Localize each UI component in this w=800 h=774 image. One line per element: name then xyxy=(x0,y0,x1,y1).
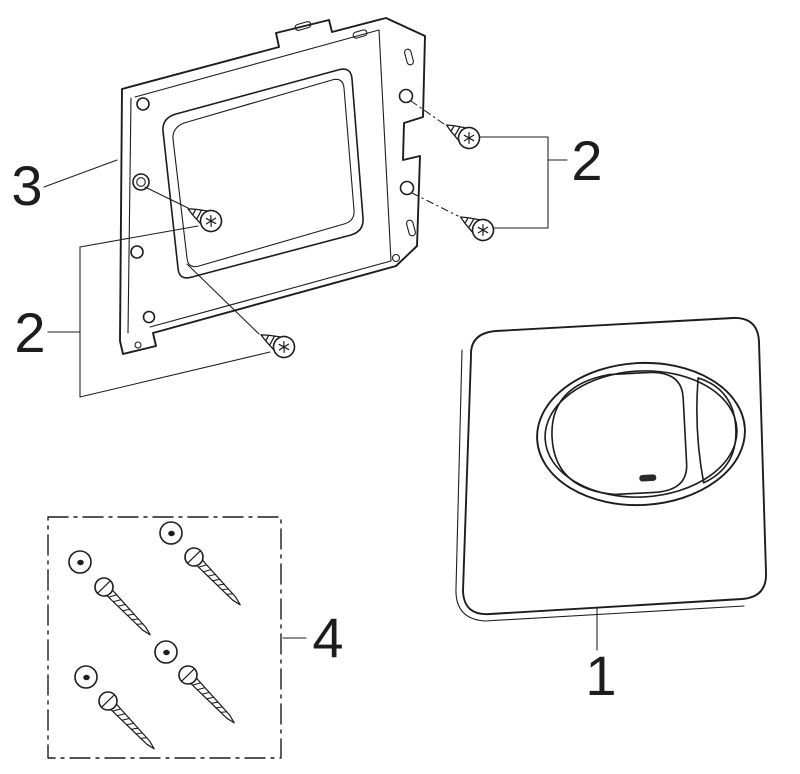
callout-lines xyxy=(43,136,598,651)
mounting-frame xyxy=(119,17,426,355)
fixing-screw-right-lower xyxy=(454,207,499,246)
frame-outline xyxy=(119,17,426,355)
button-ring-outer xyxy=(536,361,746,507)
screw-hole xyxy=(136,97,150,111)
kit-box-border xyxy=(47,516,282,759)
plate-face xyxy=(462,317,767,616)
fixing-screw-right-upper xyxy=(440,115,485,154)
frame-opening-inner xyxy=(172,78,355,268)
screw-hole xyxy=(132,173,150,191)
callout-bracket-2-left xyxy=(47,225,271,398)
plate-thickness-edge xyxy=(455,349,745,622)
rail-hole xyxy=(398,88,414,104)
rail-hole xyxy=(399,180,415,196)
washer xyxy=(154,640,178,664)
callout-label-screws-right: 2 xyxy=(571,129,602,192)
wood-screw xyxy=(174,661,242,730)
callout-line-3 xyxy=(43,159,118,188)
screw-hole xyxy=(142,310,156,324)
rail-slot xyxy=(404,48,414,66)
washer xyxy=(159,521,183,545)
callout-label-kit: 4 xyxy=(312,606,343,669)
parts-kit xyxy=(47,516,282,759)
wood-screw xyxy=(94,687,162,756)
screw-hole xyxy=(130,245,144,259)
frame-opening xyxy=(162,68,364,279)
washer xyxy=(74,665,98,689)
fixing-screw-bottom xyxy=(255,324,300,363)
frame-slot xyxy=(352,29,368,39)
small-flush-button xyxy=(696,377,737,484)
callout-label-plate: 1 xyxy=(585,644,616,707)
wood-screw xyxy=(180,543,248,612)
callout-label-screws-left: 2 xyxy=(14,301,45,364)
screw-alignment-lines xyxy=(144,100,459,335)
rail-slot xyxy=(406,219,416,237)
large-flush-button xyxy=(551,371,688,496)
wood-screw xyxy=(90,573,158,642)
button-ring-inner xyxy=(544,370,738,498)
callout-bracket-2-right xyxy=(479,136,568,229)
rail-hole xyxy=(391,253,401,263)
callout-label-frame: 3 xyxy=(11,154,42,217)
tab-hole xyxy=(134,341,142,349)
washer xyxy=(68,550,92,574)
frame-creases xyxy=(127,29,392,334)
fixing-screw-center xyxy=(182,198,227,237)
flush-button-assembly xyxy=(536,361,746,507)
brand-mark xyxy=(639,474,657,482)
screw-hole-inner xyxy=(136,177,146,187)
flush-plate xyxy=(455,317,767,622)
